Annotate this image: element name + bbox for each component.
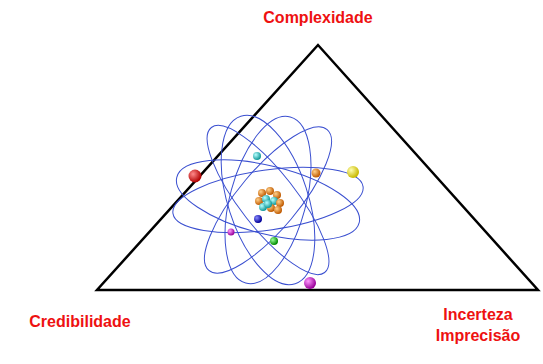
corner-label: Complexidade bbox=[228, 8, 408, 29]
corner-label-box: Complexidade bbox=[228, 8, 408, 29]
nucleus bbox=[255, 187, 284, 214]
triangle-outline bbox=[97, 45, 538, 290]
corner-label-box: Incerteza Imprecisão bbox=[423, 305, 533, 347]
corner-label-box: Credibilidade bbox=[5, 312, 155, 333]
corner-label: Credibilidade bbox=[5, 312, 155, 333]
corner-label: Incerteza Imprecisão bbox=[423, 305, 533, 347]
electrons bbox=[189, 152, 360, 289]
electron-orbits bbox=[169, 104, 368, 296]
